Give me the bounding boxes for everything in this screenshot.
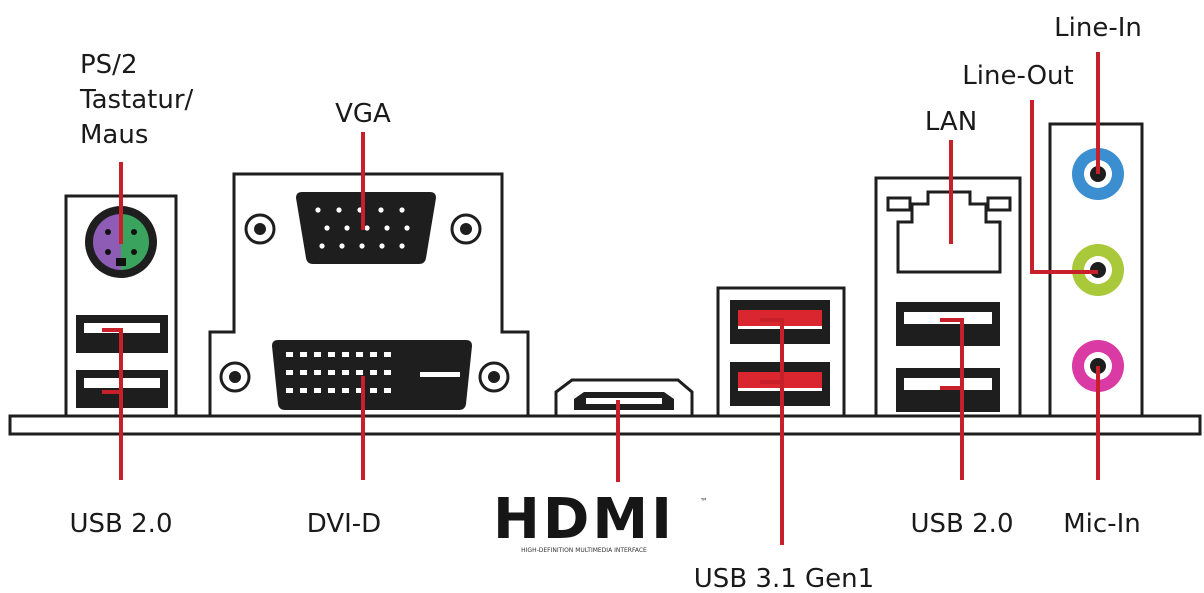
label-line-in: Line-In [1054,13,1142,43]
label-usb20-right: USB 2.0 [911,509,1014,539]
label-vga: VGA [335,99,391,129]
leader-line-out [1030,100,1098,274]
label-dvi-d: DVI-D [307,509,381,539]
ps2-keyboard-half [93,214,121,270]
io-shield-base [8,414,1202,436]
label-lan: LAN [925,107,977,137]
vga-dvi-block [208,172,530,416]
hdmi-logo: HDMI ™ HIGH-DEFINITION MULTIMEDIA INTERF… [493,487,708,554]
label-mic-in: Mic-In [1063,509,1140,539]
ps2-mouse-half [121,214,149,270]
hdmi-logo-trademark: ™ [700,497,708,506]
leader-usb2-left [102,328,123,480]
leader-usb2-right [940,318,964,480]
leader-usb31 [760,318,784,545]
hdmi-port [554,378,694,416]
label-usb20-left: USB 2.0 [70,509,173,539]
label-ps2-line2: Tastatur/ [79,85,194,115]
lan-usb-block [874,176,1022,416]
label-ps2-line1: PS/2 [80,50,137,80]
label-ps2-line3: Maus [80,120,148,150]
hdmi-logo-tagline: HIGH-DEFINITION MULTIMEDIA INTERFACE [521,547,647,554]
leader-lines [102,52,1100,545]
label-usb31: USB 3.1 Gen1 [694,564,874,593]
lan-port [896,190,1002,274]
hdmi-logo-text: HDMI [493,487,675,552]
label-line-out: Line-Out [962,61,1073,91]
